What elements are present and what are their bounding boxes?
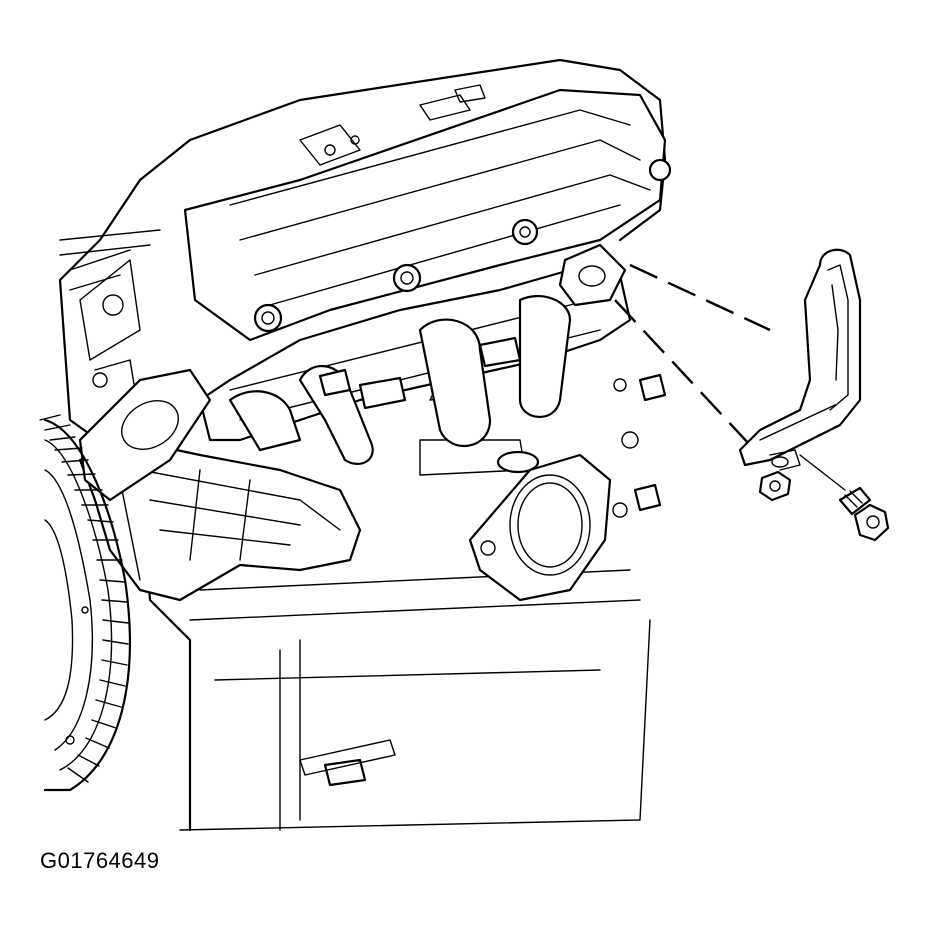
figure-id-label: G01764649 [40,848,160,873]
bracket-bolt [838,486,890,542]
bracket-nut [758,470,792,502]
manifold-flanges [78,243,627,602]
exhaust-manifold [198,268,632,466]
engine-mount-studs [299,373,667,787]
valve-cover [183,84,667,342]
alignment-guide-line [614,263,846,491]
valve-cover-bolts [253,158,672,333]
flywheel [39,414,131,792]
exhaust-bracket [738,248,862,471]
heat-shield [78,438,362,602]
